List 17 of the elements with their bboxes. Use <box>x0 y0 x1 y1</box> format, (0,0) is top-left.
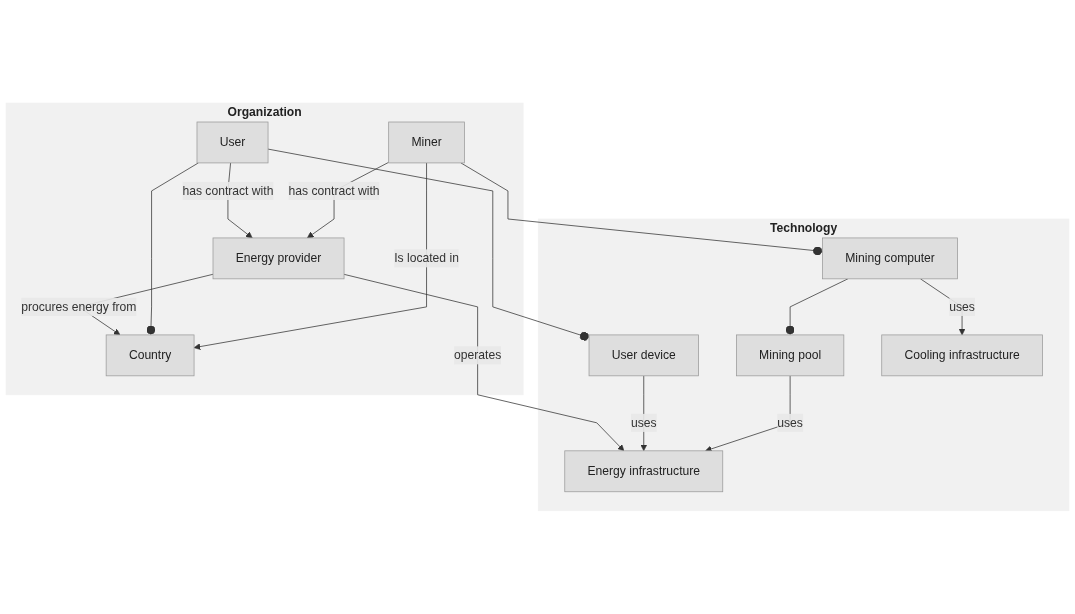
node-box: Miner <box>388 121 465 164</box>
edge-label: has contract with <box>288 184 380 198</box>
node-box: Mining pool <box>736 334 845 377</box>
node-box: Mining computer <box>822 237 958 280</box>
node-box: Cooling infrastructure <box>881 334 1043 377</box>
edge-label: uses <box>630 416 657 429</box>
node-box: Energy infrastructure <box>564 450 724 493</box>
node-box: User <box>196 121 269 164</box>
edge-label: has contract with <box>182 184 274 198</box>
node-box: Country <box>105 334 195 377</box>
edge-label: Is located in <box>394 251 459 265</box>
node-box: User device <box>588 334 699 377</box>
edge-label: operates <box>454 348 502 362</box>
edge-label: procures energy from <box>21 300 137 314</box>
edge-label: uses <box>777 416 803 429</box>
edge-label: uses <box>949 300 975 314</box>
node-box: Energy provider <box>212 237 345 280</box>
